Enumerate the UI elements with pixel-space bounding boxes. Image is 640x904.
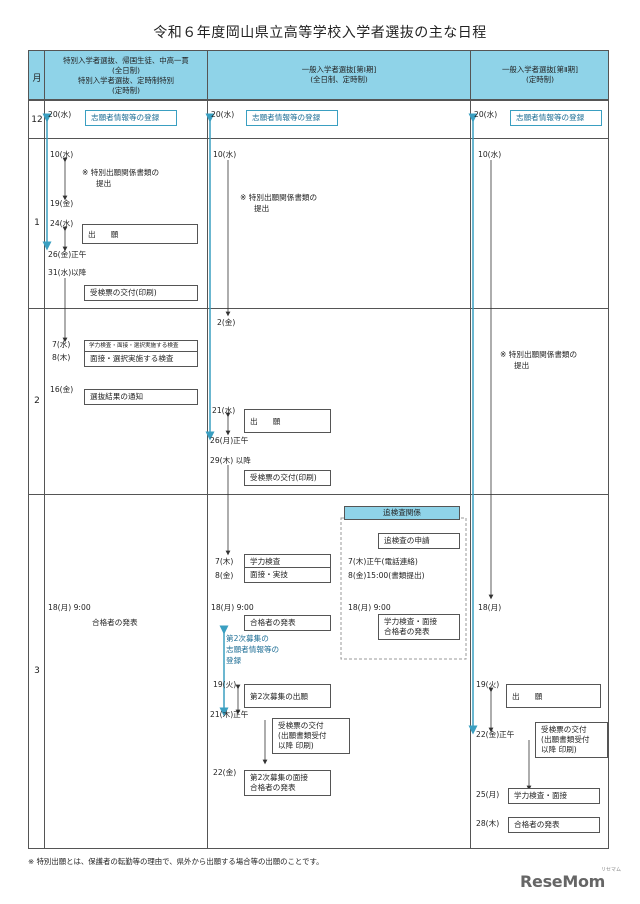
note: ※ 特別出願関係書類の [240, 193, 318, 202]
col3-header: 一般入学者選抜[第Ⅱ期] (定時制) [502, 65, 578, 84]
date: 29(木) 以降 [210, 456, 251, 465]
date: 26(月)正午 [210, 436, 249, 445]
registration-box: 志願者情報等の登録 [510, 110, 602, 126]
ticket2-box: 受検票の交付 (出願書類受付 以降 印刷) [272, 718, 350, 754]
note: 提出 [254, 204, 270, 213]
result-box: 合格者の発表 [244, 615, 331, 631]
date: 10(水) [50, 150, 74, 159]
month-2: 2 [34, 396, 40, 406]
date: 18(月) [478, 603, 502, 612]
date: 21(水) [212, 406, 236, 415]
page-title: 令和６年度岡山県立高等学校入学者選抜の主な日程 [153, 25, 487, 41]
date: 25(月) [476, 790, 500, 799]
month-12: 12 [31, 115, 43, 125]
second-registration: 第2次募集の 志願者情報等の 登録 [226, 634, 280, 665]
test-box: 面接・実技 [244, 567, 331, 583]
date: 18(月) 9:00 [48, 603, 91, 612]
date: 10(水) [213, 150, 237, 159]
apply-box: 出 願 [244, 409, 331, 433]
month-3: 3 [34, 666, 40, 676]
result-box: 合格者の発表 [508, 817, 600, 833]
date: 22(金) [213, 768, 237, 777]
date: 8(木) [52, 353, 71, 362]
apply-box: 出 願 [506, 684, 601, 708]
month-1: 1 [34, 218, 40, 228]
date: 28(木) [476, 819, 500, 828]
resemom-logo: ReseMom [520, 872, 606, 891]
date: 18(月) 9:00 [211, 603, 254, 612]
tsuiken-date: 8(金)15:00(書類提出) [348, 571, 425, 580]
date: 10(水) [478, 150, 502, 159]
table-header [29, 51, 608, 99]
registration-box: 志願者情報等の登録 [85, 110, 177, 126]
ticket-box: 受検票の交付(印刷) [84, 285, 198, 301]
apply2-box: 第2次募集の出願 [244, 684, 331, 708]
col1-header: 特別入学者選抜、帰国生徒、中高一貫 (全日制) 特別入学者選抜、定時制特別 (定… [63, 56, 189, 95]
date: 19(金) [50, 199, 74, 208]
col2-header: 一般入学者選抜[第Ⅰ期] (全日制、定時制) [301, 65, 377, 84]
test-box: 面接・選択実施する検査 [84, 351, 198, 367]
date: 22(金)正午 [476, 730, 515, 739]
apply-box: 出 願 [82, 224, 198, 244]
date: 7(水) [52, 340, 71, 349]
ticket-box: 受検票の交付(印刷) [244, 470, 331, 486]
date: 2(金) [217, 318, 236, 327]
date: 20(水) [474, 110, 498, 119]
date: 24(水) [50, 219, 74, 228]
ticket-box: 受検票の交付 (出願書類受付 以降 印刷) [535, 722, 608, 758]
registration-box: 志願者情報等の登録 [246, 110, 338, 126]
schedule-table: 月 特別入学者選抜、帰国生徒、中高一貫 (全日制) 特別入学者選抜、定時制特別 … [28, 50, 609, 849]
month-header: 月 [32, 74, 42, 84]
date: 19(火) [476, 680, 500, 689]
interview-box: 第2次募集の面接 合格者の発表 [244, 770, 331, 796]
note: ※ 特別出願関係書類の [82, 168, 160, 177]
note: ※ 特別出願関係書類の [500, 350, 578, 359]
date: 21(木)正午 [210, 710, 249, 719]
tsuiken-result-box: 学力検査・面接 合格者の発表 [378, 614, 460, 640]
date: 7(木) [215, 557, 234, 566]
notify-box: 選抜結果の通知 [84, 389, 198, 405]
date: 20(水) [48, 110, 72, 119]
date: 16(金) [50, 385, 74, 394]
tsuiken-label: 追検査関係 [344, 506, 460, 520]
date: 31(水)以降 [48, 268, 87, 277]
footnote: ※ 特別出願とは、保護者の転勤等の理由で、県外から出願する場合等の出願のことです… [28, 857, 324, 866]
date: 26(金)正午 [48, 250, 87, 259]
tsuiken-date: 7(木)正午(電話連絡) [348, 557, 418, 566]
tsuiken-apply-box: 追検査の申請 [378, 533, 460, 549]
test-box: 学力検査・面接 [508, 788, 600, 804]
date: 8(金) [215, 571, 234, 580]
note: 提出 [514, 361, 530, 370]
date: 19(火) [213, 680, 237, 689]
resemom-logo-sub: リセマム [601, 867, 622, 873]
note: 提出 [96, 179, 112, 188]
tsuiken-date: 18(月) 9:00 [348, 603, 391, 612]
date: 20(水) [211, 110, 235, 119]
result-text: 合格者の発表 [92, 618, 138, 627]
